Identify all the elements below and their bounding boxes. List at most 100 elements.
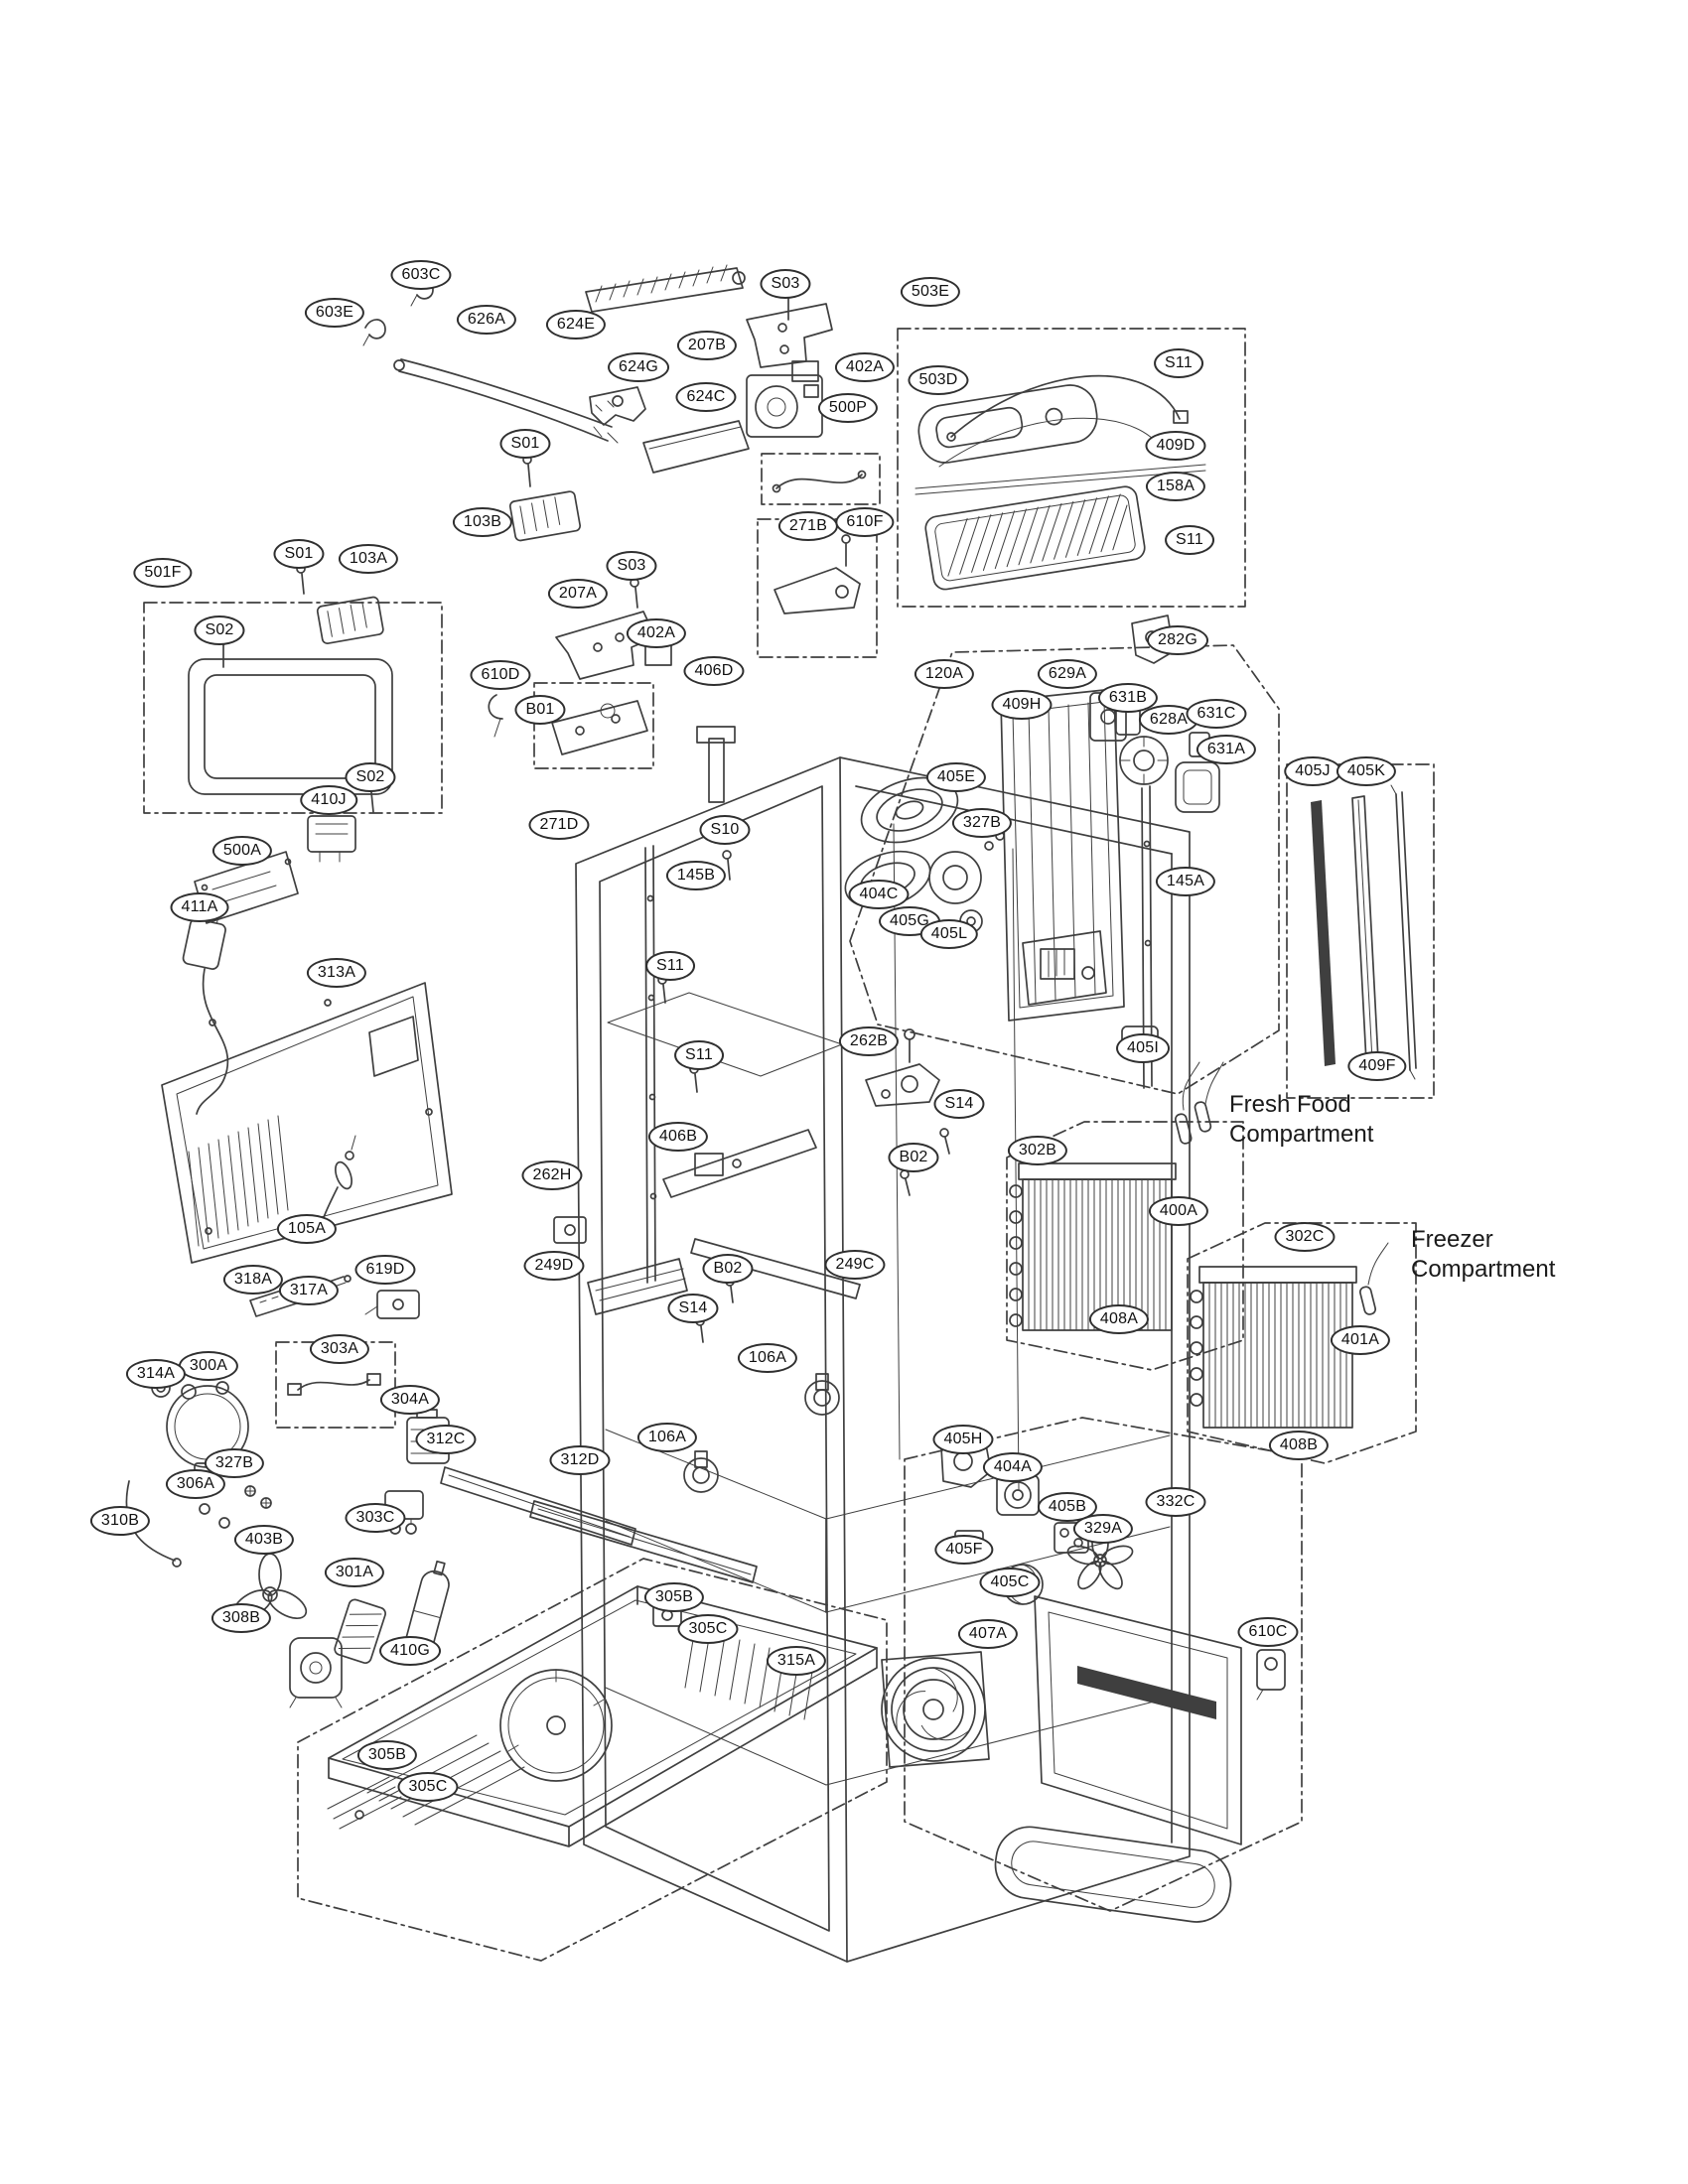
part-callout-503E: 503E <box>900 277 961 307</box>
part-callout-624C: 624C <box>675 382 737 412</box>
part-callout-313A: 313A <box>306 958 367 988</box>
part-callout-405L: 405L <box>919 919 979 949</box>
part-callout-410J: 410J <box>300 785 357 815</box>
part-callout-405K: 405K <box>1336 756 1397 786</box>
part-callout-603C: 603C <box>390 260 452 290</box>
lamp-cover-group <box>143 602 443 814</box>
base-pan-group <box>297 1558 888 1962</box>
part-callout-631A: 631A <box>1196 735 1257 764</box>
part-callout-249D: 249D <box>523 1251 585 1281</box>
part-callout-409H: 409H <box>991 690 1053 720</box>
part-callout-103A: 103A <box>338 544 399 574</box>
part-callout-500P: 500P <box>817 393 879 423</box>
part-callout-S11: S11 <box>674 1040 724 1070</box>
part-callout-271D: 271D <box>528 810 590 840</box>
part-callout-631C: 631C <box>1186 699 1247 729</box>
dispenser-duct-group <box>897 328 1246 608</box>
part-callout-145B: 145B <box>665 861 727 890</box>
part-callout-120A: 120A <box>914 659 975 689</box>
freezer-evaporator-group <box>1187 1222 1417 1464</box>
part-callout-408B: 408B <box>1268 1431 1330 1460</box>
top-left-parts <box>182 264 833 1115</box>
part-callout-318A: 318A <box>222 1265 284 1295</box>
part-callout-629A: 629A <box>1037 659 1098 689</box>
part-callout-271B: 271B <box>777 511 839 541</box>
part-callout-408A: 408A <box>1088 1304 1150 1334</box>
part-callout-S03: S03 <box>606 551 657 581</box>
part-callout-B01: B01 <box>514 695 566 725</box>
part-callout-S02: S02 <box>194 615 245 645</box>
part-callout-407A: 407A <box>957 1619 1019 1649</box>
part-callout-S11: S11 <box>1154 348 1203 378</box>
fresh-food-evaporator-group <box>1006 1061 1244 1371</box>
door-gasket-group <box>1286 763 1435 1099</box>
part-callout-302B: 302B <box>1007 1136 1068 1165</box>
freezer-fan-grille-group <box>881 1417 1303 1923</box>
part-callout-315A: 315A <box>766 1646 827 1676</box>
part-callout-500A: 500A <box>211 836 273 866</box>
part-callout-402A: 402A <box>834 352 896 382</box>
part-callout-282G: 282G <box>1147 625 1208 655</box>
part-callout-303A: 303A <box>309 1334 370 1364</box>
part-callout-S01: S01 <box>499 429 551 459</box>
part-callout-405H: 405H <box>932 1425 994 1454</box>
back-panel-group <box>161 982 453 1264</box>
part-callout-610C: 610C <box>1237 1617 1299 1647</box>
part-callout-405E: 405E <box>925 762 987 792</box>
part-callout-405C: 405C <box>979 1568 1041 1597</box>
part-callout-503D: 503D <box>908 365 969 395</box>
part-callout-305C: 305C <box>397 1772 459 1802</box>
part-callout-317A: 317A <box>278 1276 340 1305</box>
part-callout-610D: 610D <box>470 660 531 690</box>
part-callout-619D: 619D <box>354 1255 416 1285</box>
part-callout-B02: B02 <box>702 1254 754 1284</box>
part-callout-626A: 626A <box>456 305 517 335</box>
part-callout-314A: 314A <box>125 1359 187 1389</box>
part-callout-S11: S11 <box>1165 525 1214 555</box>
part-callout-105A: 105A <box>276 1214 338 1244</box>
part-callout-262B: 262B <box>838 1026 900 1056</box>
part-callout-106A: 106A <box>737 1343 798 1373</box>
part-callout-404C: 404C <box>848 880 910 909</box>
part-callout-308B: 308B <box>211 1603 272 1633</box>
part-callout-158A: 158A <box>1145 472 1206 501</box>
part-callout-305B: 305B <box>643 1582 705 1612</box>
part-callout-103B: 103B <box>452 507 513 537</box>
part-callout-306A: 306A <box>165 1469 226 1499</box>
part-callout-207A: 207A <box>547 579 609 609</box>
part-callout-409F: 409F <box>1347 1051 1407 1081</box>
part-callout-312D: 312D <box>549 1445 611 1475</box>
part-callout-404A: 404A <box>982 1452 1044 1482</box>
part-callout-S10: S10 <box>699 815 751 845</box>
part-callout-S14: S14 <box>667 1294 719 1323</box>
part-callout-400A: 400A <box>1148 1196 1209 1226</box>
part-callout-S03: S03 <box>760 269 811 299</box>
part-callout-411A: 411A <box>170 892 229 922</box>
part-callout-405G: 405G <box>879 906 940 936</box>
part-callout-145A: 145A <box>1155 867 1216 896</box>
part-callout-249C: 249C <box>824 1250 886 1280</box>
part-callout-410G: 410G <box>379 1636 441 1666</box>
part-callout-S11: S11 <box>645 951 695 981</box>
part-callout-402A: 402A <box>626 618 687 648</box>
part-callout-327B: 327B <box>951 808 1013 838</box>
part-callout-106A: 106A <box>636 1423 698 1452</box>
part-callout-610F: 610F <box>835 507 895 537</box>
part-callout-405J: 405J <box>1284 756 1341 786</box>
part-callout-S02: S02 <box>345 762 396 792</box>
part-callout-624E: 624E <box>545 310 607 340</box>
part-callout-305B: 305B <box>356 1740 418 1770</box>
part-callout-403B: 403B <box>233 1525 295 1555</box>
part-callout-405B: 405B <box>1037 1492 1098 1522</box>
part-callout-S01: S01 <box>273 539 325 569</box>
part-callout-310B: 310B <box>89 1506 151 1536</box>
part-callout-207B: 207B <box>676 331 738 360</box>
part-callout-603E: 603E <box>304 298 365 328</box>
harness-and-hinge-group <box>757 453 881 658</box>
part-callout-406D: 406D <box>683 656 745 686</box>
